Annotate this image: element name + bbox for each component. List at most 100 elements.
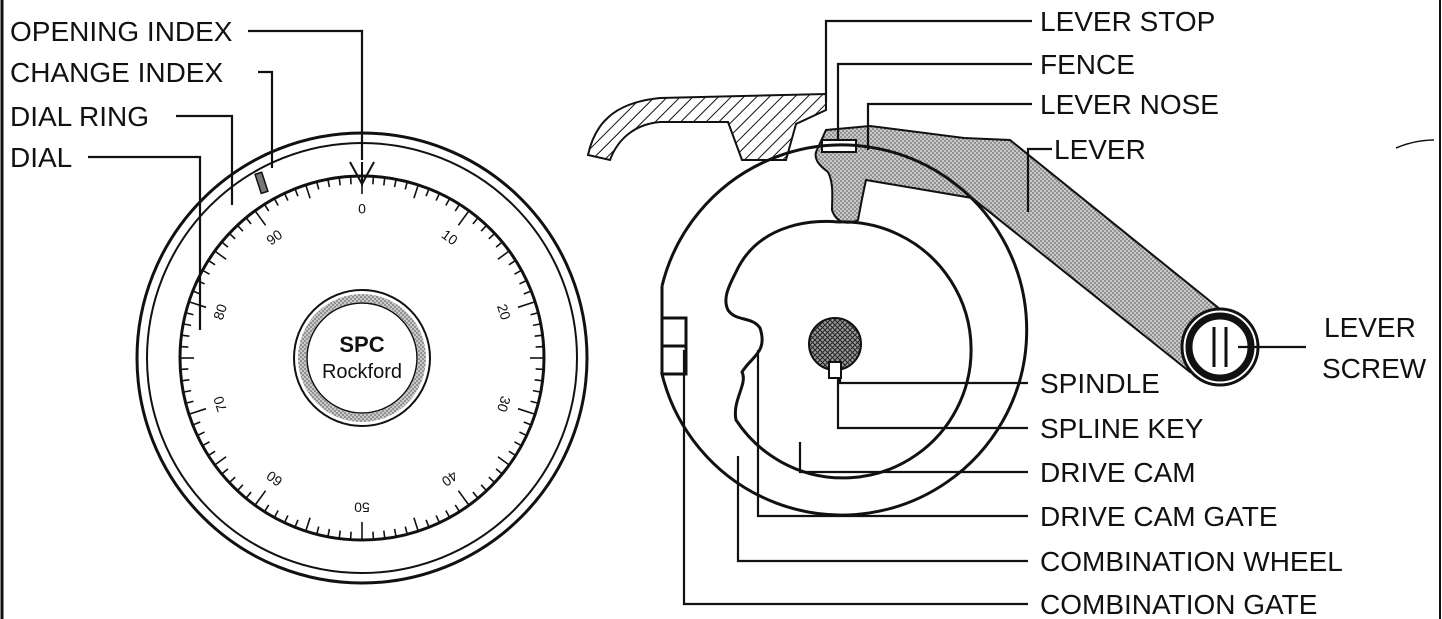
dial-tick xyxy=(327,179,331,188)
dial-tick xyxy=(185,400,194,405)
dial-number: 40 xyxy=(439,468,461,490)
dial-tick xyxy=(480,224,488,232)
dial-tick xyxy=(495,241,503,248)
dial-knob-inner xyxy=(306,302,418,414)
dial-tick xyxy=(180,345,189,348)
dial-tick xyxy=(349,176,352,185)
dial-tick xyxy=(315,526,320,535)
dial-city: Rockford xyxy=(322,361,402,383)
dial-tick xyxy=(497,456,510,466)
dial-tick xyxy=(519,431,528,437)
right-leaders xyxy=(682,19,1306,606)
dial-tick xyxy=(294,519,299,528)
dial-tick xyxy=(283,192,289,201)
dial-tick xyxy=(263,504,270,513)
dial-number: 50 xyxy=(354,499,370,515)
dial-tick xyxy=(488,232,496,240)
dial-tick xyxy=(245,217,252,225)
dial-tick xyxy=(454,203,461,212)
dial-tick xyxy=(535,345,544,348)
dial-tick xyxy=(480,484,488,492)
dial-tick xyxy=(517,300,536,309)
dial-tick xyxy=(495,468,503,475)
label-lever-stop: LEVER STOP xyxy=(1040,6,1215,37)
dial-number: 80 xyxy=(210,302,230,322)
dial-tick xyxy=(435,515,441,524)
dial-tick xyxy=(196,431,205,437)
dial-tick xyxy=(372,176,375,185)
dial-tick xyxy=(338,177,341,186)
dial-tick xyxy=(404,526,409,535)
dial-tick xyxy=(508,259,517,266)
dial-tick xyxy=(188,300,207,309)
dial-tick xyxy=(523,421,532,426)
dial-tick xyxy=(338,530,341,539)
dial-tick xyxy=(263,203,270,212)
dial-tick xyxy=(517,407,536,416)
dial-tick xyxy=(304,184,311,199)
dial-tick xyxy=(185,311,194,316)
dial-tick xyxy=(207,450,216,457)
dial-tick xyxy=(425,519,430,528)
dial-tick xyxy=(221,468,229,475)
dial-tick xyxy=(180,368,189,371)
dial-tick xyxy=(534,334,543,337)
drive-cam-shape xyxy=(724,219,973,480)
labels: OPENING INDEX CHANGE INDEX DIAL RING DIA… xyxy=(10,6,1427,619)
dial-tick xyxy=(207,259,216,266)
label-lever-screw-1: LEVER xyxy=(1324,312,1416,343)
dial-tick xyxy=(188,407,207,416)
dial-tick xyxy=(283,515,289,524)
dial-tick xyxy=(254,210,267,226)
dial-tick xyxy=(183,389,192,393)
dial-tick xyxy=(202,269,210,275)
dial-number: 0 xyxy=(358,201,366,217)
dial-tick xyxy=(202,441,210,447)
left-leaders xyxy=(88,29,364,330)
dial-tick xyxy=(404,181,409,190)
lever-stop-shape xyxy=(586,92,827,162)
dial-number: 10 xyxy=(439,226,461,248)
dial-tick xyxy=(183,323,192,327)
dial-tick xyxy=(445,510,451,518)
dial-tick xyxy=(349,531,352,540)
dial-tick xyxy=(413,517,420,532)
dial-tick xyxy=(472,217,479,225)
dial-tick xyxy=(214,250,227,260)
dial-number: 90 xyxy=(263,226,285,248)
dial-number: 30 xyxy=(494,394,514,414)
dial-tick xyxy=(383,177,386,186)
dial-tick xyxy=(304,517,311,532)
dial-number: 70 xyxy=(210,394,230,414)
dial-tick xyxy=(454,504,461,513)
dial-tick xyxy=(514,269,522,275)
dial-tick xyxy=(532,389,541,393)
dial-tick xyxy=(514,441,522,447)
label-drive-cam: DRIVE CAM xyxy=(1040,457,1196,488)
dial-tick xyxy=(254,490,267,506)
lock-mechanism xyxy=(586,92,1435,517)
dial-tick xyxy=(383,530,386,539)
label-drive-cam-gate: DRIVE CAM GATE xyxy=(1040,501,1278,532)
dial-brand: SPC xyxy=(339,332,384,357)
dial-number: 20 xyxy=(494,302,514,322)
label-fence: FENCE xyxy=(1040,49,1135,80)
dial-tick xyxy=(372,531,375,540)
label-lever: LEVER xyxy=(1054,134,1146,165)
dial-tick xyxy=(457,490,470,506)
dial-tick xyxy=(181,334,190,337)
dial-tick xyxy=(327,528,331,537)
label-change-index: CHANGE INDEX xyxy=(10,57,223,88)
dial-tick xyxy=(530,311,539,316)
spline-key-shape xyxy=(828,361,842,379)
dial-tick xyxy=(413,184,420,199)
dial-tick xyxy=(181,379,190,382)
dial-tick xyxy=(445,198,451,206)
dial-tick xyxy=(523,290,532,295)
dial-tick xyxy=(245,491,252,499)
label-spline-key: SPLINE KEY xyxy=(1040,413,1204,444)
lever-arm xyxy=(814,124,1228,374)
